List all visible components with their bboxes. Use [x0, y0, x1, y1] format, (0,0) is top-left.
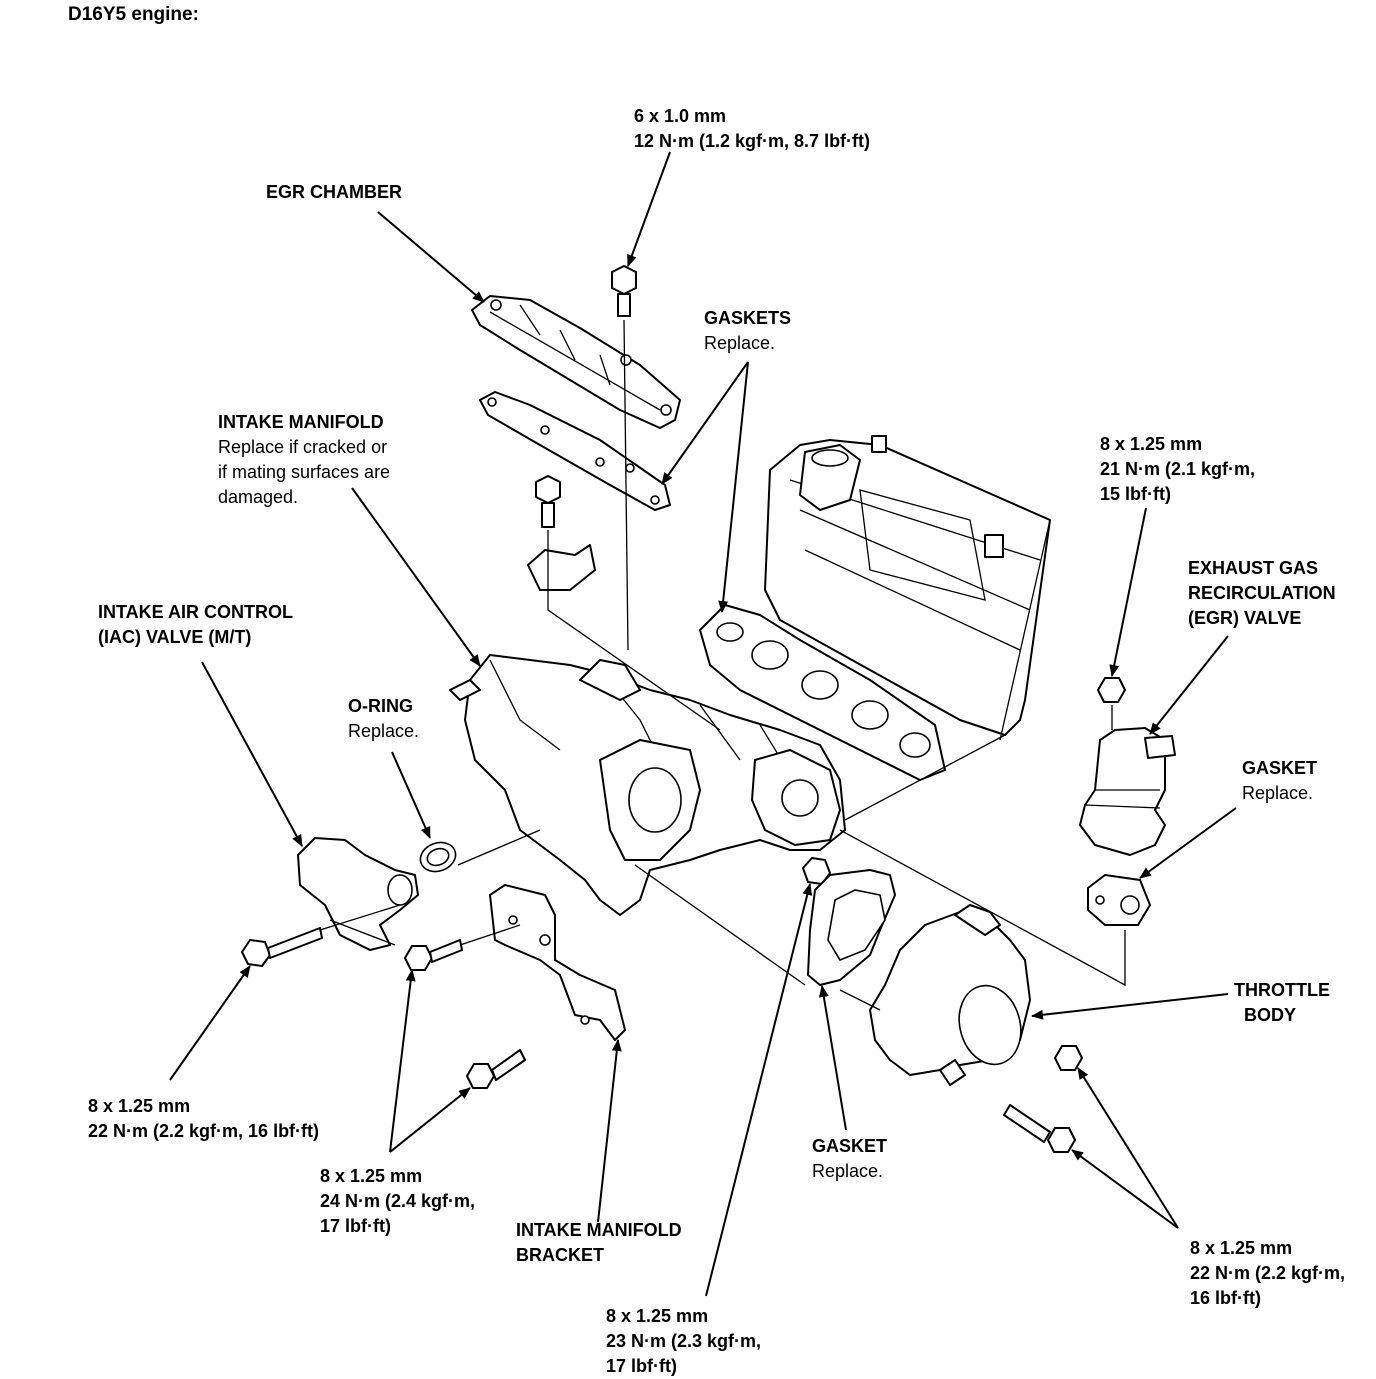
- label-tb-bolt: 8 x 1.25 mm 22 N·m (2.2 kgf·m, 16 lbf·ft…: [1190, 1238, 1346, 1308]
- label-bracket-bolt: 8 x 1.25 mm 24 N·m (2.4 kgf·m, 17 lbf·ft…: [320, 1166, 476, 1236]
- iac-bolt: [241, 927, 323, 967]
- label-intake-manifold: INTAKE MANIFOLD Replace if cracked or if…: [218, 412, 391, 507]
- o-ring: [419, 841, 457, 873]
- label-tb-gasket: GASKET Replace.: [812, 1136, 888, 1181]
- label-intake-manifold-bracket: INTAKE MANIFOLD BRACKET: [516, 1220, 682, 1265]
- egr-valve: [1079, 727, 1176, 856]
- leader-arrows: [169, 151, 1237, 1297]
- intake-manifold: [449, 654, 846, 916]
- throttle-body-nut: [1054, 1045, 1083, 1071]
- egr-valve-nut: [1097, 677, 1126, 703]
- label-throttle-body: THROTTLE BODY: [1234, 980, 1330, 1025]
- label-egr-gasket: GASKET Replace.: [1242, 758, 1318, 803]
- label-o-ring: O-RING Replace.: [348, 696, 420, 741]
- egr-chamber: [471, 295, 681, 429]
- label-iac-bolt: 8 x 1.25 mm 22 N·m (2.2 kgf·m, 16 lbf·ft…: [88, 1096, 320, 1141]
- label-egr-valve: EXHAUST GAS RECIRCULATION (EGR) VALVE: [1188, 558, 1336, 628]
- head-gasket: [699, 604, 946, 781]
- page-title: D16Y5 engine:: [68, 4, 199, 25]
- throttle-body-gasket: [807, 869, 896, 986]
- egr-chamber-bolt: [611, 265, 637, 317]
- sensor-bracket: [527, 475, 596, 591]
- label-iac-valve: INTAKE AIR CONTROL (IAC) VALVE (M/T): [98, 602, 293, 647]
- label-egr-chamber-bolt: 6 x 1.0 mm 12 N·m (1.2 kgf·m, 8.7 lbf·ft…: [634, 106, 871, 151]
- label-gaskets: GASKETS Replace.: [704, 308, 792, 353]
- throttle-body-bolt: [1003, 1104, 1076, 1153]
- alignment-lines: [319, 319, 1126, 1011]
- label-egr-valve-bolt: 8 x 1.25 mm 21 N·m (2.1 kgf·m, 15 lbf·ft…: [1100, 434, 1256, 504]
- label-egr-chamber: EGR CHAMBER: [266, 182, 403, 202]
- egr-valve-gasket: [1087, 874, 1151, 926]
- intake-manifold-bracket: [489, 884, 626, 1041]
- bracket-bolt-lower: [466, 1049, 526, 1089]
- label-manifold-nut: 8 x 1.25 mm 23 N·m (2.3 kgf·m, 17 lbf·ft…: [606, 1306, 762, 1376]
- manifold-nut: [802, 857, 831, 885]
- bracket-bolt-upper: [404, 939, 463, 971]
- throttle-body: [869, 904, 1031, 1086]
- cylinder-head: [764, 435, 1051, 736]
